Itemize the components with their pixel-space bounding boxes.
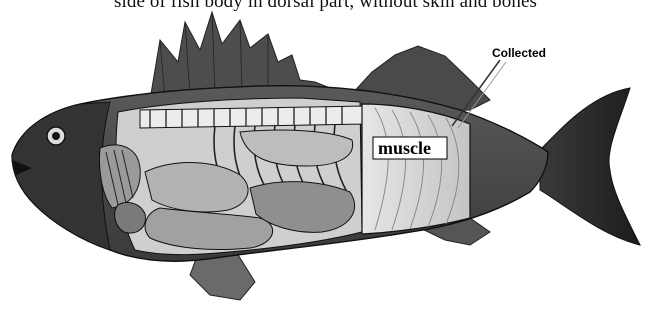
collected-label: Collected [492,46,546,60]
caudal-fin [540,88,640,245]
vertebral-column [140,106,365,128]
muscle-label: muscle [378,138,431,158]
fish-head [12,102,110,250]
